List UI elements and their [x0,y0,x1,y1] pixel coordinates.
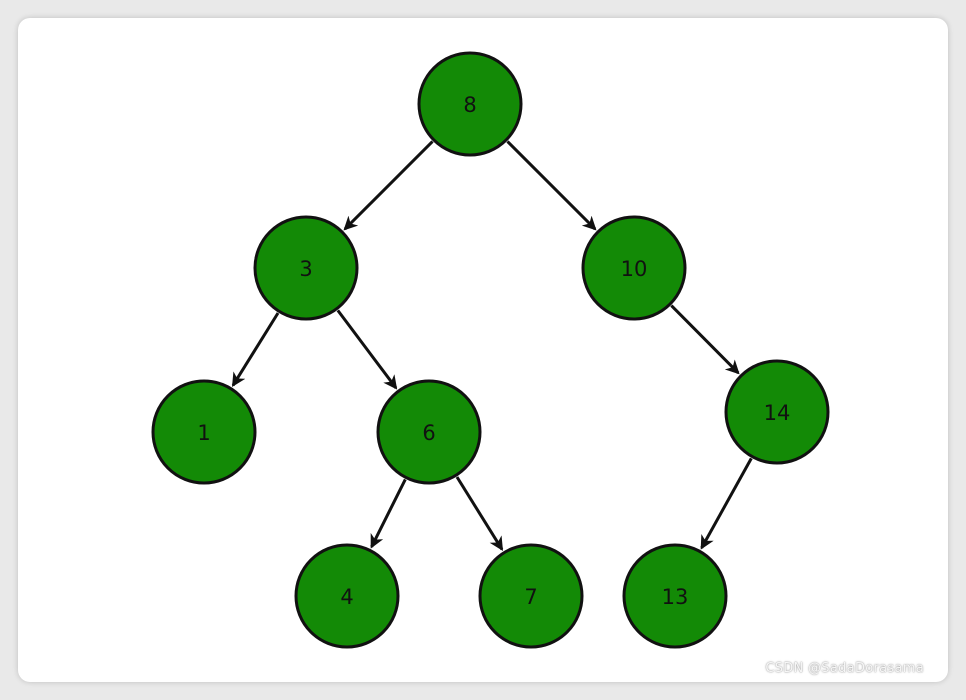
node-label: 1 [197,421,210,445]
node-label: 13 [662,585,689,609]
tree-node-10: 10 [581,215,687,321]
edges-layer [231,140,753,551]
edge-n6-n7 [455,476,504,551]
node-label: 6 [422,421,435,445]
tree-node-6: 6 [376,379,482,485]
edge-n8-n3 [343,140,434,231]
edge-n14-n13 [700,457,753,550]
node-label: 7 [524,585,537,609]
node-circle [724,359,830,465]
edge-n6-n4 [370,478,407,549]
tree-node-1: 1 [151,379,257,485]
node-label: 8 [463,93,476,117]
node-circle [478,543,584,649]
node-circle [581,215,687,321]
node-circle [151,379,257,485]
node-circle [294,543,400,649]
node-label: 3 [299,257,312,281]
diagram-card: 8 3 10 1 6 14 4 7 13 CSDN @SadaDorasama [18,18,948,682]
node-label: 4 [340,585,353,609]
node-circle [417,51,523,157]
tree-node-3: 3 [253,215,359,321]
node-label: 10 [621,257,648,281]
node-circle [253,215,359,321]
tree-node-4: 4 [294,543,400,649]
node-label: 14 [764,401,791,425]
tree-node-14: 14 [724,359,830,465]
edge-n8-n10 [506,140,597,231]
watermark-text: CSDN @SadaDorasama [765,661,924,676]
tree-node-8: 8 [417,51,523,157]
node-circle [376,379,482,485]
binary-tree-diagram: 8 3 10 1 6 14 4 7 13 [151,51,830,649]
tree-node-7: 7 [478,543,584,649]
nodes-layer: 8 3 10 1 6 14 4 7 13 [151,51,830,649]
tree-node-13: 13 [622,543,728,649]
node-circle [622,543,728,649]
edge-n3-n6 [336,309,398,390]
edge-n10-n14 [670,304,740,375]
edge-n3-n1 [231,312,280,387]
